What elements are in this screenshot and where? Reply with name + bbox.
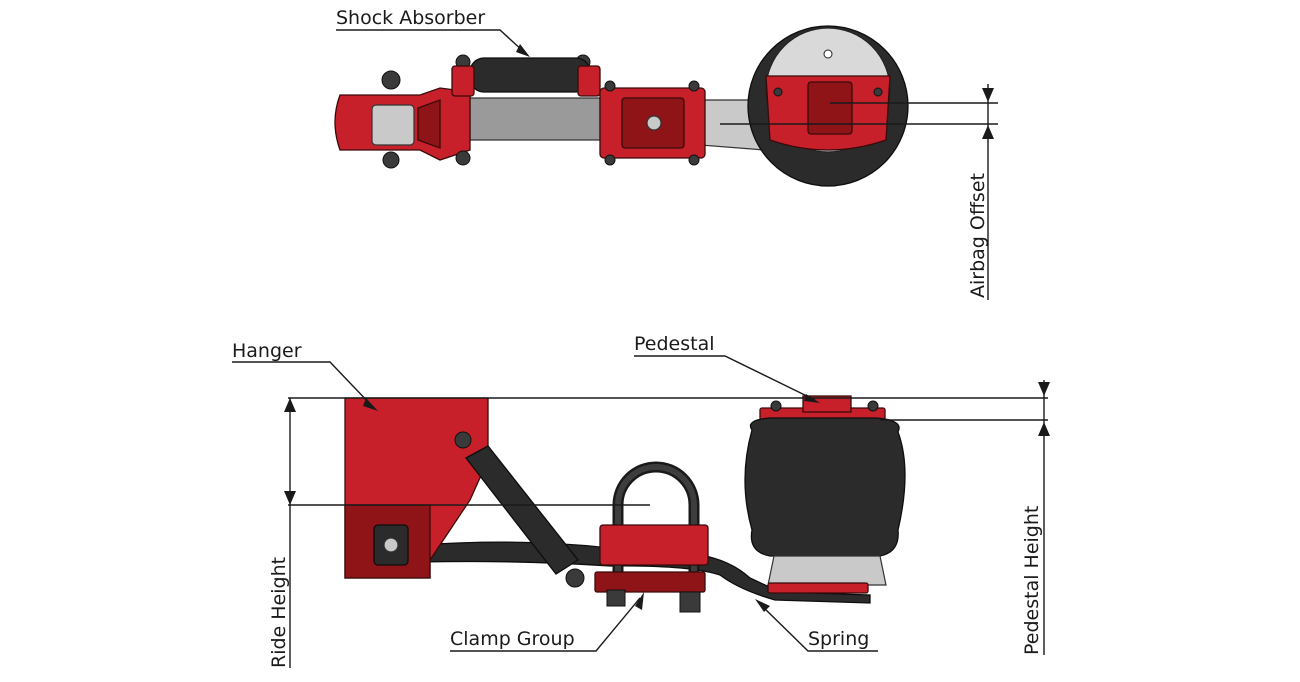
- pedestal-label: Pedestal: [634, 333, 715, 355]
- clamp-group-label: Clamp Group: [450, 628, 575, 650]
- pedestal-height-label: Pedestal Height: [1021, 506, 1043, 655]
- airbag-offset-dimension: [720, 84, 998, 300]
- side-airbag-stud-2: [867, 400, 879, 412]
- top-airbag-hole: [823, 49, 833, 59]
- top-bolt-4: [455, 150, 471, 166]
- side-airbag-piston: [767, 555, 887, 586]
- spring-label: Spring: [808, 628, 869, 650]
- side-shock-body: [465, 445, 579, 575]
- side-airbag-base: [767, 582, 869, 594]
- top-shock-body: [469, 57, 591, 93]
- side-nut-1: [606, 589, 626, 607]
- top-bushing: [371, 104, 415, 146]
- top-bolt-2: [382, 151, 400, 169]
- top-bolt-1: [381, 70, 401, 90]
- spring-leader: [759, 603, 878, 652]
- top-clamp-bolt-3: [604, 154, 616, 166]
- side-shock-lower-bolt: [565, 568, 585, 588]
- side-axle-seat: [599, 524, 709, 566]
- side-hanger-bolt-top: [454, 431, 472, 449]
- side-airbag-bellows: [744, 417, 906, 557]
- top-hanger-notch: [417, 99, 441, 149]
- side-eye-bolt: [383, 537, 399, 553]
- top-shock-mount-right: [577, 65, 601, 97]
- clamp-group-leader: [450, 597, 641, 652]
- airbag-offset-label: Airbag Offset: [967, 173, 989, 298]
- top-clamp-bolt-2: [688, 80, 700, 92]
- side-nut-2: [679, 591, 701, 613]
- top-center-bolt: [646, 115, 662, 131]
- ride-height-label: Ride Height: [268, 557, 290, 668]
- top-clamp-bolt-1: [604, 80, 616, 92]
- top-spring-leaf: [469, 97, 601, 141]
- top-view: [334, 25, 909, 187]
- side-bottom-plate: [594, 571, 706, 593]
- top-airbag-stud-2: [873, 87, 883, 97]
- side-u-bolt-inner: [615, 464, 697, 590]
- pedestal-height-dimension: [880, 380, 1050, 655]
- top-airbag-stud-1: [773, 87, 783, 97]
- top-clamp-bolt-4: [688, 154, 700, 166]
- top-pedestal-square: [807, 81, 853, 135]
- side-airbag-stud-1: [770, 400, 782, 412]
- pedestal-leader: [634, 355, 816, 401]
- ride-height-dimension: [284, 397, 1048, 668]
- shock-absorber-leader: [336, 29, 525, 53]
- hanger-leader: [232, 361, 373, 407]
- hanger-label: Hanger: [232, 340, 302, 362]
- side-view: [344, 395, 906, 613]
- shock-absorber-label: Shock Absorber: [336, 7, 485, 29]
- top-shock-mount-left: [451, 65, 475, 97]
